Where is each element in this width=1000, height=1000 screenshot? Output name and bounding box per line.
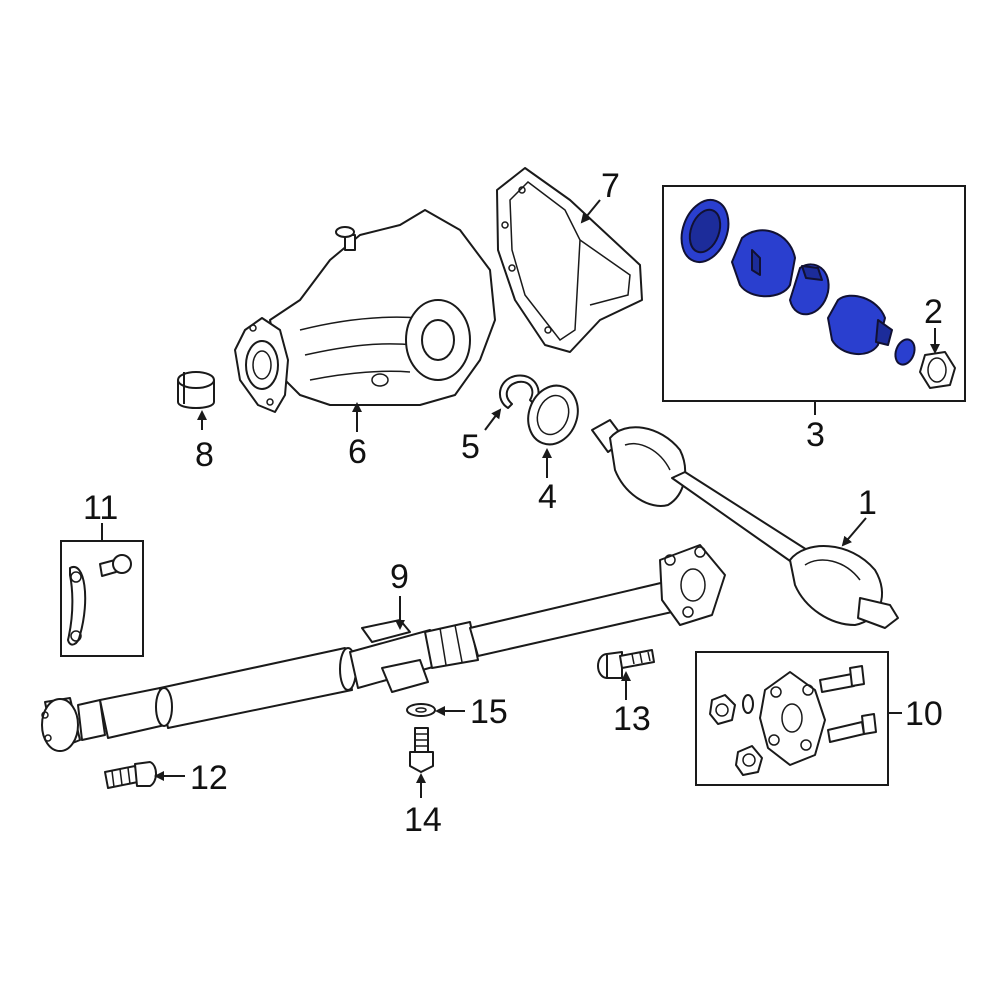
callout-10: 10 [905, 695, 943, 733]
callout-5: 5 [461, 428, 480, 466]
callout-12: 12 [190, 759, 228, 797]
boot-kit-box [662, 185, 966, 402]
bolt-12 [104, 761, 157, 789]
axle-shaft [591, 419, 899, 629]
differential-housing [234, 209, 496, 413]
bushing [177, 371, 215, 409]
callout-4: 4 [538, 478, 557, 516]
callout-9: 9 [390, 558, 409, 596]
callout-7: 7 [601, 167, 620, 205]
callout-3: 3 [806, 416, 825, 454]
callout-11: 11 [83, 489, 118, 527]
washer-15 [406, 703, 436, 717]
differential-cover [496, 167, 643, 353]
drive-shaft [41, 544, 726, 752]
bolt-14 [409, 727, 434, 773]
axle-nut [919, 351, 956, 389]
callout-15: 15 [470, 693, 508, 731]
callout-labels: 1 2 3 4 5 6 7 8 9 10 11 12 13 14 15 [83, 167, 943, 839]
callout-8: 8 [195, 436, 214, 474]
bolt-13 [597, 649, 655, 679]
callout-14: 14 [404, 801, 442, 839]
strap-kit-box [60, 540, 144, 657]
seal [527, 384, 579, 446]
callout-1: 1 [858, 484, 877, 522]
callout-13: 13 [613, 700, 651, 738]
callout-6: 6 [348, 433, 367, 471]
callout-2: 2 [924, 293, 943, 331]
boot-kit-highlighted-parts [680, 199, 916, 366]
flex-disc-kit-box [695, 651, 889, 786]
flex-disc-kit-frame [695, 651, 889, 786]
leader-lines [101, 199, 940, 798]
